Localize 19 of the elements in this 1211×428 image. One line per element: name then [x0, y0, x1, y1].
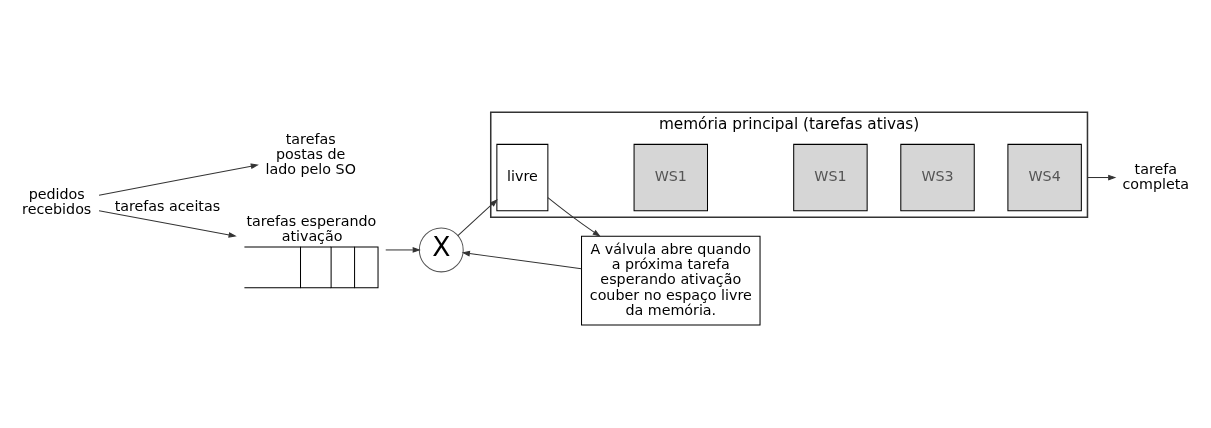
arrow	[461, 250, 582, 269]
arrow	[98, 162, 259, 196]
node-circle: X	[418, 227, 464, 272]
node-text: tarefas postas de lado pelo SO	[265, 130, 356, 177]
node-label: tarefas esperando ativação	[246, 212, 377, 244]
arrow	[547, 196, 601, 237]
node-box: livre	[496, 143, 549, 211]
arrow	[1086, 174, 1117, 180]
node-text: pedidos recebidos	[22, 185, 92, 217]
node-box: WS3	[900, 143, 975, 211]
node-box: WS1	[633, 143, 708, 211]
arrow	[457, 198, 498, 236]
node-box: WS1	[793, 143, 868, 211]
edge-label: tarefas aceitas	[114, 197, 221, 214]
arrow	[98, 209, 237, 238]
node-text: tarefa completa	[1122, 160, 1190, 192]
arrow	[385, 246, 421, 253]
node-box: WS4	[1007, 143, 1082, 211]
node-box: A válvula abre quando a próxima tarefa esperando ativação couber no espaço livre da memória.	[581, 235, 761, 325]
